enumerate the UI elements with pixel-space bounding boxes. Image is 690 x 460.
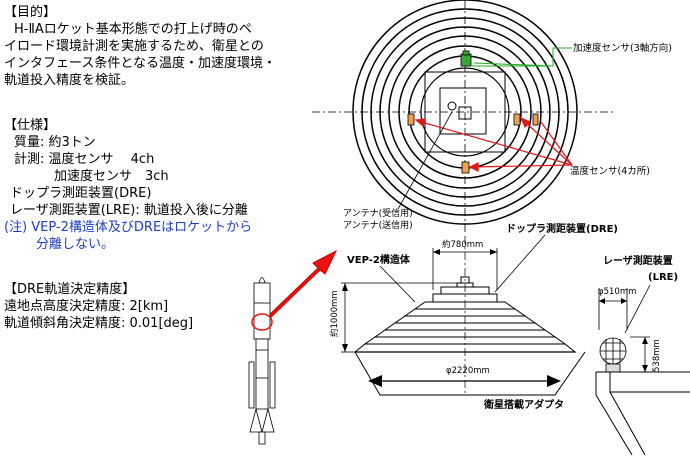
spec-note-line-1: (注) VEP-2構造体及びDREはロケットから xyxy=(4,220,253,235)
lre-label-line-2: (LRE) xyxy=(648,272,678,283)
dre-antenna xyxy=(460,276,470,284)
spec-dre: ドップラ測距装置(DRE) xyxy=(10,186,152,201)
spec-heading: 【仕様】 xyxy=(4,118,57,133)
dim-top-arrow-right xyxy=(490,249,497,255)
lre-mount xyxy=(605,363,621,373)
purpose-heading: 【目的】 xyxy=(4,5,57,20)
spec-measure-temp: 計測: 温度センサ 4ch xyxy=(14,152,155,167)
adapter-label: 衛星搭載アダプタ xyxy=(483,398,564,411)
dim-base-arrow-left xyxy=(368,375,382,387)
antenna-leader xyxy=(397,111,453,210)
spec-lre: レーザ測距装置(LRE): 軌道投入後に分離 xyxy=(10,203,248,218)
rocket-booster-left xyxy=(248,361,255,409)
step-7 xyxy=(413,301,517,310)
temp-sensor-label: 温度センサ(4カ所) xyxy=(570,165,650,177)
rocket-fin-left xyxy=(249,407,263,433)
rocket-nose xyxy=(258,277,266,284)
purpose-line-3: インタフェース条件となる温度・加速度環境・ xyxy=(4,56,276,71)
lre-sphere-grid xyxy=(600,338,626,364)
spec-mass: 質量: 約3トン xyxy=(14,135,96,150)
accuracy-heading: 【DRE軌道決定精度】 xyxy=(4,282,136,297)
temp-sensor-left xyxy=(407,113,415,126)
accuracy-line-1: 遠地点高度決定精度: 2[km] xyxy=(4,299,169,314)
temp-leader-outer xyxy=(540,121,573,166)
rocket-core xyxy=(255,338,269,410)
sensors xyxy=(407,50,539,174)
accel-sensor-label: 加速度センサ(3軸方向) xyxy=(573,42,672,54)
accel-leader xyxy=(472,47,572,67)
temp-leader-right xyxy=(523,120,573,166)
purpose-line-1: H-ⅡAロケット基本形態での打上げ時のペ xyxy=(14,22,252,37)
rocket-nozzle xyxy=(258,431,266,445)
lre-adapter xyxy=(595,371,690,456)
zoom-arrow xyxy=(265,249,338,321)
lre-label-line-1: レーザ測距装置 xyxy=(603,254,673,267)
lre-adapter-left xyxy=(595,372,633,456)
accel-leader-tip xyxy=(473,62,554,67)
lre-leader xyxy=(624,284,651,334)
lre-h-label: 538mm xyxy=(652,339,662,372)
spec-note-line-2: 分離しない。 xyxy=(36,237,115,252)
lre-sphere xyxy=(599,337,627,373)
antenna-rx-label: アンテナ(受信用) xyxy=(343,207,413,219)
vep2-label: VEP-2構造体 xyxy=(347,253,411,266)
rocket-highlight xyxy=(251,313,273,331)
dim-height-arrow-bottom xyxy=(342,344,348,352)
dre-top-square xyxy=(439,87,487,135)
temp-sensor-right-outer xyxy=(532,113,539,126)
dre-leader xyxy=(494,234,546,293)
temp-leader-bottom xyxy=(473,164,573,168)
temp-sensor-bottom xyxy=(461,161,470,174)
vep2-leader xyxy=(379,265,416,303)
purpose-line-2: イロード環境計測を実施するため、衛星との xyxy=(4,39,264,54)
temp-leader-left xyxy=(417,120,573,166)
temp-leaders xyxy=(414,116,573,172)
dim-base-label: φ2220mm xyxy=(446,366,490,376)
accel-sensor-mark xyxy=(460,53,472,67)
temp-leader-bottom-head xyxy=(468,162,479,172)
dim-height-group xyxy=(341,282,461,353)
rocket-booster-right xyxy=(269,361,276,409)
dim-top-arrow-left xyxy=(433,249,440,255)
dre-label: ドップラ測距装置(DRE) xyxy=(506,222,618,235)
temp-leader-left-head xyxy=(414,118,426,128)
top-view xyxy=(312,0,615,232)
accuracy-line-2: 軌道傾斜角決定精度: 0.01[deg] xyxy=(4,316,194,331)
rocket-fin-right xyxy=(261,407,275,433)
temp-leader-right-head xyxy=(519,116,532,129)
purpose-line-4: 軌道投入精度を検証。 xyxy=(4,73,135,88)
adapter-outline xyxy=(354,351,586,396)
antenna-tx-label: アンテナ(送信用) xyxy=(343,219,413,231)
lre-adapter-inner xyxy=(609,372,646,456)
lre-dia-label: φ510mm xyxy=(598,287,636,297)
antenna-top-circle xyxy=(447,101,457,111)
rocket xyxy=(248,277,276,445)
dim-height-label: 約1000mm xyxy=(329,290,340,337)
accel-sensor-cap xyxy=(462,50,470,56)
temp-sensor-right xyxy=(513,113,521,126)
dim-height-arrow-top xyxy=(342,283,348,291)
spec-measure-accel: 加速度センサ 3ch xyxy=(54,169,169,184)
lre-h-arrow-bottom xyxy=(642,365,648,372)
lre-h-arrow-top xyxy=(642,337,648,344)
dim-base-arrow-right xyxy=(547,375,561,387)
dim-top-label: 約780mm xyxy=(442,239,483,250)
lre-dia-arrow-right xyxy=(621,298,627,304)
lre-dia-arrow-left xyxy=(599,298,605,304)
